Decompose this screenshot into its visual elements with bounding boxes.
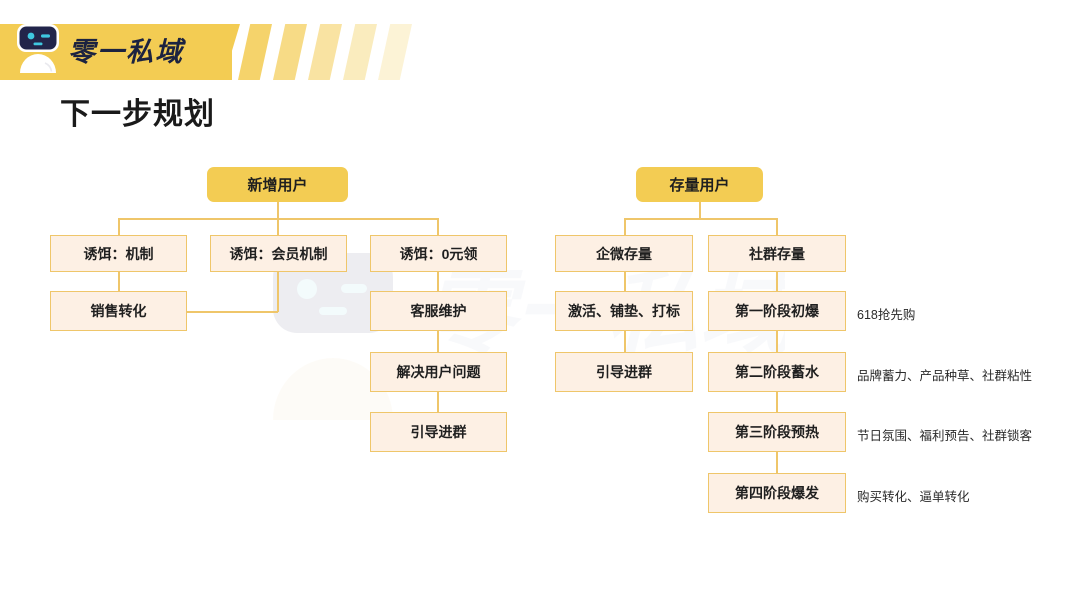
connector-right-drop-1 xyxy=(624,218,626,235)
node-existing-users-root[interactable]: 存量用户 xyxy=(636,167,763,202)
brand-wordmark: 零一私域 xyxy=(68,37,184,67)
connector-left-root-stem xyxy=(277,201,279,219)
banner-wedge xyxy=(210,24,240,80)
banner-stripe-4 xyxy=(343,24,377,80)
node-phase-3-warmup[interactable]: 第三阶段预热 xyxy=(708,412,846,452)
connector-right-n7-n8 xyxy=(776,452,778,473)
connector-right-root-stem xyxy=(699,201,701,219)
connector-right-bus xyxy=(624,218,777,220)
connector-right-n1-n3 xyxy=(624,271,626,291)
node-guide-into-group-right[interactable]: 引导进群 xyxy=(555,352,693,392)
node-community-stock[interactable]: 社群存量 xyxy=(708,235,846,272)
node-new-users-root[interactable]: 新增用户 xyxy=(207,167,348,202)
connector-right-drop-2 xyxy=(776,218,778,235)
connector-right-n3-n5 xyxy=(624,331,626,352)
page-title: 下一步规划 xyxy=(60,98,215,131)
banner-stripe-1 xyxy=(238,24,272,80)
connector-left-drop-3 xyxy=(437,218,439,235)
connector-left-n5-n6 xyxy=(437,331,439,352)
connector-left-drop-1 xyxy=(118,218,120,235)
annotation-phase-2: 品牌蓄力、产品种草、社群粘性 xyxy=(857,369,1033,383)
connector-left-n3-n5 xyxy=(437,271,439,291)
annotation-phase-3: 节日氛围、福利预告、社群锁客 xyxy=(857,429,1033,443)
annotation-phase-4: 购买转化、逼单转化 xyxy=(857,490,970,504)
connector-left-n2-down xyxy=(277,271,279,312)
connector-left-n6-n7 xyxy=(437,392,439,412)
node-phase-2-reservoir[interactable]: 第二阶段蓄水 xyxy=(708,352,846,392)
connector-right-n6-n7 xyxy=(776,392,778,412)
node-bait-free-claim[interactable]: 诱饵：0元领 xyxy=(370,235,507,272)
connector-right-n2-n4 xyxy=(776,271,778,291)
robot-mascot-icon xyxy=(15,23,61,73)
node-wecom-stock[interactable]: 企微存量 xyxy=(555,235,693,272)
banner-stripe-2 xyxy=(273,24,307,80)
connector-right-n4-n6 xyxy=(776,331,778,352)
connector-left-n2-to-n4 xyxy=(187,311,278,313)
annotation-phase-1: 618抢先购 xyxy=(857,308,916,322)
banner-stripe-3 xyxy=(308,24,342,80)
node-bait-mechanism[interactable]: 诱饵：机制 xyxy=(50,235,187,272)
node-customer-service[interactable]: 客服维护 xyxy=(370,291,507,331)
node-phase-1-initial-burst[interactable]: 第一阶段初爆 xyxy=(708,291,846,331)
node-guide-into-group-left[interactable]: 引导进群 xyxy=(370,412,507,452)
node-solve-user-issues[interactable]: 解决用户问题 xyxy=(370,352,507,392)
node-phase-4-explosion[interactable]: 第四阶段爆发 xyxy=(708,473,846,513)
banner-stripe-5 xyxy=(378,24,412,80)
connector-left-drop-2 xyxy=(277,218,279,235)
header-banner xyxy=(0,24,430,80)
node-activate-prime-tag[interactable]: 激活、铺垫、打标 xyxy=(555,291,693,331)
node-sales-conversion[interactable]: 销售转化 xyxy=(50,291,187,331)
connector-left-n1-n4 xyxy=(118,271,120,291)
node-bait-membership[interactable]: 诱饵：会员机制 xyxy=(210,235,347,272)
